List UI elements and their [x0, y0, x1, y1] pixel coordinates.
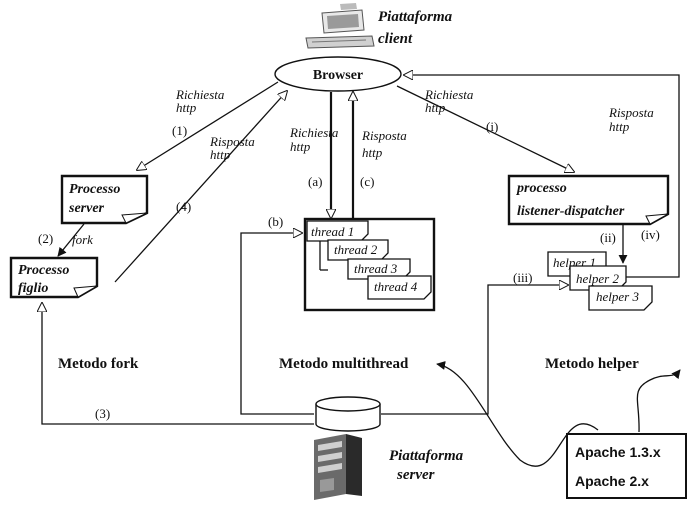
marker-b: (b)	[268, 214, 283, 229]
marker-3: (3)	[95, 406, 110, 421]
child-process-node	[9, 256, 99, 299]
helper-2-label: helper 2	[576, 271, 619, 286]
request-right-label: Richiesta http	[424, 87, 477, 115]
server-platform-label: Piattaforma server	[389, 448, 467, 483]
marker-i: (i)	[486, 119, 498, 134]
marker-a: (a)	[308, 174, 322, 189]
helper-3-label: helper 3	[596, 289, 639, 304]
thread-1-node	[306, 220, 369, 242]
listener-dispatcher-label: processo listener-dispatcher	[516, 181, 625, 219]
thread-2-label: thread 2	[334, 242, 378, 257]
thread-3-label: thread 3	[354, 261, 398, 276]
server-process-node	[60, 174, 149, 225]
apache-box-label: Apache 1.3.x Apache 2.x	[575, 444, 665, 489]
client-platform-label: Piattaforma client	[378, 9, 456, 47]
thread-2-node	[327, 239, 389, 261]
apache-versions-box	[566, 433, 687, 499]
marker-c: (c)	[360, 174, 374, 189]
listener-dispatcher-node	[507, 174, 670, 226]
request-left-label: Richiesta http	[175, 87, 228, 115]
thread-4-node	[367, 275, 432, 300]
helper-3-node	[588, 285, 653, 311]
marker-4: (4)	[176, 199, 191, 214]
browser-node	[274, 56, 402, 92]
fork-arrow	[57, 223, 85, 257]
child-process-label: Processo figlio	[18, 263, 73, 296]
server-to-child-arrow	[42, 303, 314, 425]
response-center-label: Risposta http	[361, 128, 410, 160]
server-tower-icon	[314, 434, 362, 500]
marker-ii: (ii)	[600, 230, 616, 245]
fork-label: fork	[72, 232, 93, 247]
marker-2: (2)	[38, 231, 53, 246]
marker-iv: (iv)	[641, 227, 660, 242]
browser-label: Browser	[313, 68, 363, 83]
helper-method-title: Metodo helper	[545, 356, 639, 372]
database-icon	[315, 396, 381, 432]
http-response-from-child-arrow	[114, 91, 287, 283]
fork-method-title: Metodo fork	[58, 356, 139, 372]
response-left-label: Risposta http	[209, 134, 258, 162]
marker-1: (1)	[172, 123, 187, 138]
apache-to-helper-curve	[636, 369, 681, 433]
request-center-label: Richiesta http	[289, 125, 342, 154]
apache-to-multithread-curve	[436, 361, 599, 467]
server-to-thread-arrow	[240, 233, 314, 415]
thread-4-label: thread 4	[374, 279, 418, 294]
server-process-label: Processo server	[68, 182, 124, 216]
server-to-helper-arrow	[381, 285, 568, 415]
multithread-method-title: Metodo multithread	[279, 356, 409, 372]
http-request-to-server-process-arrow	[137, 81, 279, 170]
http-response-from-helper-arrow	[404, 75, 680, 278]
http-request-to-dispatcher-arrow	[396, 85, 574, 172]
response-right-label: Risposta http	[608, 105, 657, 134]
client-computer-icon	[305, 3, 375, 49]
thread-1-label: thread 1	[311, 224, 354, 239]
marker-iii: (iii)	[513, 270, 533, 285]
